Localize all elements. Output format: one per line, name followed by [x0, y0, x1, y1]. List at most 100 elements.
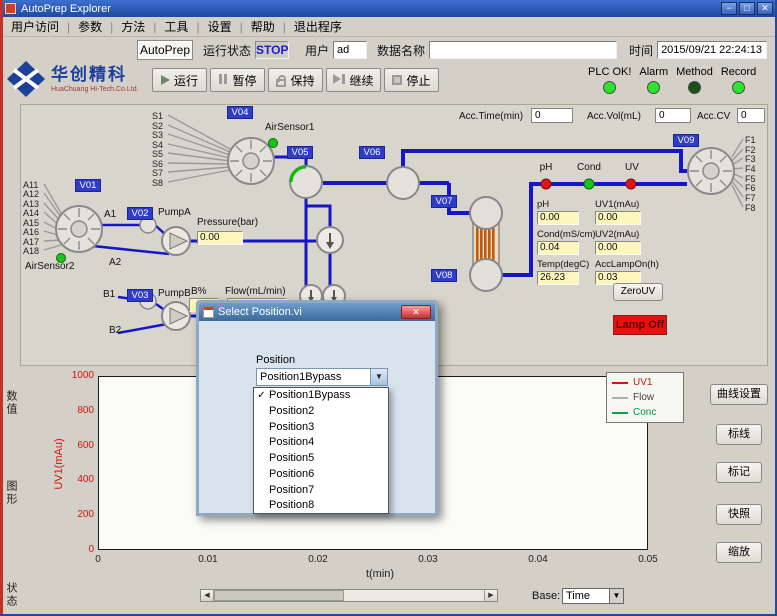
menu-item-settings[interactable]: 设置 — [207, 20, 232, 34]
marker-line-button[interactable]: 标线 — [716, 424, 762, 445]
conc-line-swatch — [612, 411, 628, 414]
scrollbar-track[interactable] — [214, 590, 484, 601]
chart-scrollbar[interactable]: ◀ ▶ — [200, 589, 498, 602]
scroll-left-button[interactable]: ◀ — [201, 590, 214, 601]
port-a13: A13 — [23, 199, 40, 209]
legend-uv1-label: UV1 — [633, 377, 653, 388]
hold-button[interactable]: 保持 — [268, 68, 323, 92]
select-position-dialog: Select Position.vi ✕ Position Position1B… — [196, 300, 438, 516]
y-tick: 200 — [77, 509, 94, 520]
menu-item-help[interactable]: 帮助 — [250, 20, 275, 34]
mark-button[interactable]: 标记 — [716, 462, 762, 483]
valve-v07-icon[interactable] — [469, 196, 503, 230]
base-label: Base: — [532, 590, 561, 602]
valve-v06-icon[interactable] — [386, 166, 420, 200]
legend-item-flow: Flow — [612, 392, 678, 403]
run-button[interactable]: 运行 — [152, 68, 207, 92]
pause-label: 暂停 — [232, 73, 257, 88]
scrollbar-thumb[interactable] — [214, 590, 344, 601]
port-a11: A11 — [23, 180, 39, 190]
menu-item-params[interactable]: 参数 — [78, 20, 103, 34]
pause-button[interactable]: 暂停 — [210, 68, 265, 92]
valve-v08-icon[interactable] — [469, 258, 503, 292]
stop-button[interactable]: 停止 — [384, 68, 439, 92]
rotary-valve-v04-icon[interactable] — [227, 137, 275, 185]
legend-item-conc: Conc — [612, 407, 678, 418]
zoom-button[interactable]: 缩放 — [716, 542, 762, 563]
x-tick: 0.03 — [418, 554, 438, 565]
port-s8: S8 — [151, 178, 163, 188]
rotary-valve-v09-icon[interactable] — [687, 147, 735, 195]
combobox-dropdown-button[interactable]: ▼ — [370, 369, 387, 385]
x-tick: 0.01 — [198, 554, 218, 565]
resume-button[interactable]: 继续 — [326, 68, 381, 92]
base-combobox[interactable]: Time ▼ — [562, 588, 624, 604]
user-input[interactable]: ad — [333, 41, 368, 59]
stop-label: 停止 — [406, 73, 431, 88]
option-position8[interactable]: Position8 — [254, 498, 388, 514]
check-space — [254, 483, 269, 499]
titlebar[interactable]: AutoPrep Explorer − □ ✕ — [0, 0, 775, 17]
app-name-box: AutoPrep — [137, 40, 193, 60]
option-label: Position6 — [269, 467, 315, 480]
curve-settings-button[interactable]: 曲线设置 — [710, 384, 768, 405]
method-label: Method — [676, 66, 713, 78]
maximize-button[interactable]: □ — [739, 2, 755, 15]
position-combobox[interactable]: Position1Bypass ▼ — [256, 368, 388, 386]
option-position4[interactable]: Position4 — [254, 435, 388, 451]
close-button[interactable]: ✕ — [757, 2, 773, 15]
scroll-right-button[interactable]: ▶ — [484, 590, 497, 601]
valve-tag-v07: V07 — [431, 195, 457, 208]
data-name-input[interactable] — [429, 41, 618, 59]
pump-a-icon[interactable] — [161, 226, 191, 256]
port-f2: F2 — [745, 145, 756, 155]
column-icon[interactable] — [469, 196, 503, 292]
resume-label: 继续 — [349, 73, 374, 88]
check-space — [254, 404, 269, 420]
tab-graph[interactable]: 图形 — [5, 480, 17, 506]
acc-cv-label: Acc.CV — [697, 111, 731, 122]
plc-led — [603, 81, 617, 94]
rotary-valve-v01-icon[interactable] — [55, 205, 103, 253]
status-row: AutoPrep 运行状态 STOP 用户 ad 数据名称 时间 2015/09… — [3, 38, 775, 62]
option-label: Position3 — [269, 420, 315, 433]
option-position3[interactable]: Position3 — [254, 420, 388, 436]
port-f6: F6 — [745, 183, 756, 193]
option-position7[interactable]: Position7 — [254, 483, 388, 499]
record-indicator: Record — [721, 66, 756, 94]
logo-name-en: HuaChuang Hi-Tech.Co.Ltd. — [51, 86, 139, 93]
snapshot-button[interactable]: 快照 — [716, 504, 762, 525]
port-s3: S3 — [151, 130, 163, 140]
menu-item-user-access[interactable]: 用户访问 — [11, 20, 60, 34]
menu-separator: | — [239, 19, 243, 34]
menu-item-method[interactable]: 方法 — [121, 20, 146, 34]
tab-values[interactable]: 数值 — [5, 390, 17, 416]
dialog-titlebar[interactable]: Select Position.vi ✕ — [199, 303, 435, 321]
port-a14: A14 — [23, 208, 40, 218]
valve-v05-icon[interactable] — [289, 165, 323, 199]
mixer-valve-icon[interactable] — [316, 226, 344, 254]
option-position2[interactable]: Position2 — [254, 404, 388, 420]
port-s4: S4 — [151, 140, 163, 150]
option-position6[interactable]: Position6 — [254, 467, 388, 483]
y-tick: 600 — [77, 440, 94, 451]
check-space — [254, 420, 269, 436]
option-position5[interactable]: Position5 — [254, 451, 388, 467]
minimize-button[interactable]: − — [721, 2, 737, 15]
menu-item-exit[interactable]: 退出程序 — [293, 20, 342, 34]
pump-b-icon[interactable] — [161, 301, 191, 331]
zero-uv-button[interactable]: ZeroUV — [613, 283, 663, 301]
line-b2-label: B2 — [109, 325, 122, 336]
check-icon: ✓ — [257, 390, 266, 401]
dialog-close-button[interactable]: ✕ — [401, 305, 431, 319]
logo-name-cn: 华创精科 — [51, 65, 127, 84]
tab-status[interactable]: 状态 — [5, 582, 17, 608]
stop-icon — [392, 75, 403, 85]
menu-item-tools[interactable]: 工具 — [164, 20, 189, 34]
base-value: Time — [566, 590, 591, 602]
company-logo: 华创精科 HuaChuang Hi-Tech.Co.Ltd. — [6, 60, 139, 98]
acclampon-readout-label: AccLampOn(h) — [595, 259, 659, 270]
lamp-off-button[interactable]: Lamp Off — [613, 315, 667, 335]
option-position1bypass[interactable]: ✓ Position1Bypass — [254, 388, 388, 404]
temp-readout-label: Temp(degC) — [537, 259, 590, 270]
